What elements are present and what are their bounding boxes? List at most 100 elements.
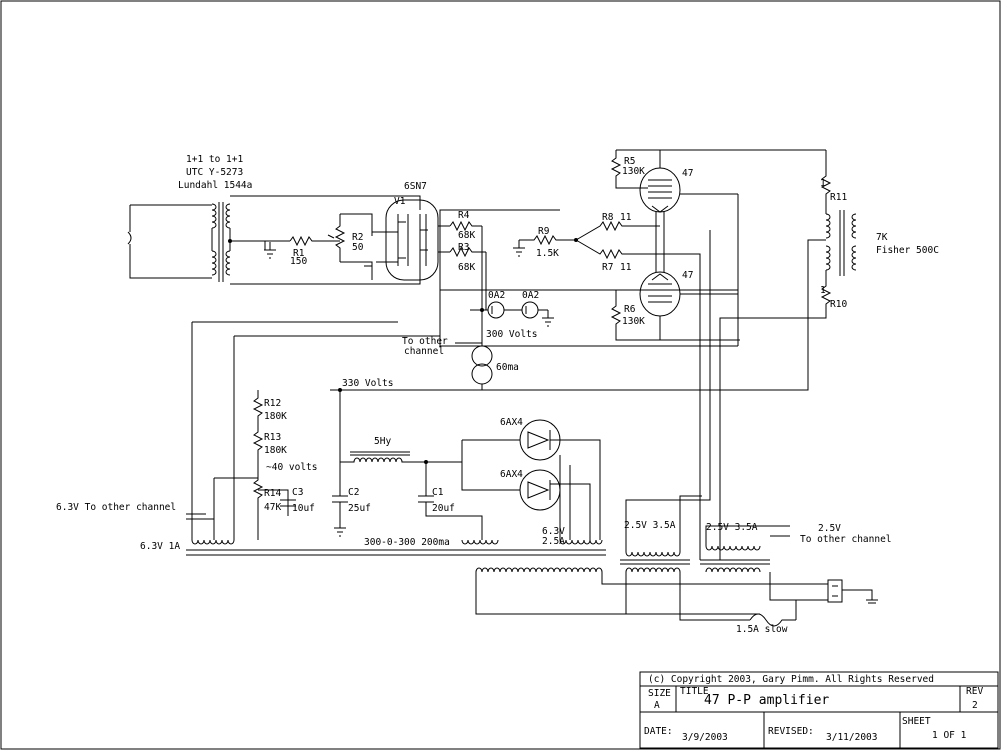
fuse-label: 1.5A slow: [736, 624, 788, 635]
oa2-b-label: 0A2: [522, 290, 539, 301]
r7-ref-label: R7: [602, 262, 613, 273]
r5-val-label: 130K: [622, 166, 645, 177]
c1-ref-label: C1: [432, 487, 444, 498]
size-label: SIZE: [648, 688, 671, 699]
sec-2v5-other-l2-label: To other channel: [800, 534, 892, 545]
input-xfmr-l3-label: Lundahl 1544a: [178, 180, 252, 191]
sec-2v5-b-label: 2.5V 3.5A: [706, 522, 758, 533]
r1-val-label: 150: [290, 256, 307, 267]
date-label: DATE:: [644, 726, 673, 737]
title-label: TITLE: [680, 686, 709, 697]
sec-6v3-l2-label: 2.5A: [542, 536, 565, 547]
r9-val-label: 1.5K: [536, 248, 559, 259]
c2-val-label: 25uf: [348, 503, 371, 514]
r6-val-label: 130K: [622, 316, 645, 327]
c2-capacitor: [332, 388, 348, 537]
revised-value: 3/11/2003: [826, 732, 877, 743]
r5-r6-resistors: [610, 149, 826, 341]
c2-ref-label: C2: [348, 487, 359, 498]
revised-label: REVISED:: [768, 726, 814, 737]
sheet-label: SHEET: [902, 716, 931, 727]
oa2-regulators: [470, 301, 555, 327]
divider-r12-r13-r14: [213, 390, 289, 540]
sec-6v3-l1-label: 6.3V: [542, 526, 565, 537]
mains-plug: [827, 579, 878, 604]
rect-bot-label: 6AX4: [500, 469, 523, 480]
r3-ref-label: R3: [458, 242, 469, 253]
r2-potentiometer: [327, 213, 373, 280]
r14-ref-label: R14: [264, 488, 281, 499]
tube-47-bottom: [639, 271, 681, 340]
size-value: A: [654, 700, 660, 711]
r14-val-label: 47K: [264, 502, 281, 513]
ht-sec-label: 300-0-300 200ma: [364, 537, 450, 548]
tube-47-top: [639, 150, 681, 213]
v1-ref-label: V1: [394, 196, 406, 207]
r3-r4-resistors: [439, 209, 738, 310]
r7-val-label: 11: [620, 262, 632, 273]
tube-47-top-label: 47: [682, 168, 693, 179]
to-other-channel-1-label: To other: [402, 336, 448, 347]
r11-val-label: 1: [820, 178, 826, 189]
rectifier-6ax4-bottom: [461, 440, 591, 540]
r2-val-label: 50: [352, 242, 364, 253]
v1-type-label: 6SN7: [404, 181, 427, 192]
heater-6v3-1a-label: 6.3V 1A: [140, 541, 180, 552]
r1-ref-label: R1: [293, 248, 305, 259]
r2-ref-label: R2: [352, 232, 363, 243]
choke-label: 5Hy: [374, 436, 391, 447]
v300-label: 300 Volts: [486, 329, 537, 340]
r9-ref-label: R9: [538, 226, 550, 237]
v330-label: 330 Volts: [342, 378, 393, 389]
r12-ref-label: R12: [264, 398, 281, 409]
date-value: 3/9/2003: [682, 732, 728, 743]
r7-r8-r9-resistors: [512, 220, 701, 560]
c1-val-label: 20uf: [432, 503, 455, 514]
title-value: 47 P-P amplifier: [704, 693, 829, 708]
c1-capacitor: [418, 460, 483, 540]
r11-ref-label: R11: [830, 192, 847, 203]
heater-other-label: 6.3V To other channel: [56, 502, 176, 513]
fuse: [749, 613, 796, 627]
sec-2v5-other-l1-label: 2.5V: [818, 523, 841, 534]
v1-6sn7-tube: [364, 199, 450, 281]
r13-ref-label: R13: [264, 432, 281, 443]
r12-val-label: 180K: [264, 411, 287, 422]
r10-ref-label: R10: [830, 299, 847, 310]
ccs-60ma: [455, 310, 493, 390]
c3-ref-label: C3: [292, 487, 303, 498]
r4-ref-label: R4: [458, 210, 470, 221]
ccs-label: 60ma: [496, 362, 519, 373]
rev-value: 2: [972, 700, 978, 711]
out-xfmr-l1-label: 7K: [876, 232, 888, 243]
r6-ref-label: R6: [624, 304, 636, 315]
r3-val-label: 68K: [458, 262, 475, 273]
c3-capacitor: [280, 499, 296, 507]
c3-val-label: 10uf: [292, 503, 315, 514]
input-transformer: [127, 195, 421, 285]
power-transformer: [186, 230, 828, 621]
sheet-value: 1 OF 1: [932, 730, 967, 741]
r10-val-label: 1: [820, 285, 826, 296]
rect-top-label: 6AX4: [500, 417, 523, 428]
r5-ref-label: R5: [624, 156, 635, 167]
rectifier-6ax4-top: [462, 419, 601, 540]
output-transformer: [330, 150, 857, 560]
choke-5hy: [340, 451, 462, 463]
r8-val-label: 11: [620, 212, 632, 223]
rev-label: REV: [966, 686, 983, 697]
r4-val-label: 68K: [458, 230, 475, 241]
copyright: (c) Copyright 2003, Gary Pimm. All Right…: [648, 674, 934, 685]
r8-ref-label: R8: [602, 212, 614, 223]
out-xfmr-l2-label: Fisher 500C: [876, 245, 939, 256]
sec-2v5-a-label: 2.5V 3.5A: [624, 520, 676, 531]
input-xfmr-l2-label: UTC Y-5273: [186, 167, 243, 178]
to-other-channel-2-label: channel: [404, 346, 444, 357]
title-block: [639, 671, 999, 749]
r13-val-label: 180K: [264, 445, 287, 456]
input-xfmr-l1-label: 1+1 to 1+1: [186, 154, 243, 165]
r1-resistor: [263, 235, 340, 259]
oa2-a-label: 0A2: [488, 290, 505, 301]
